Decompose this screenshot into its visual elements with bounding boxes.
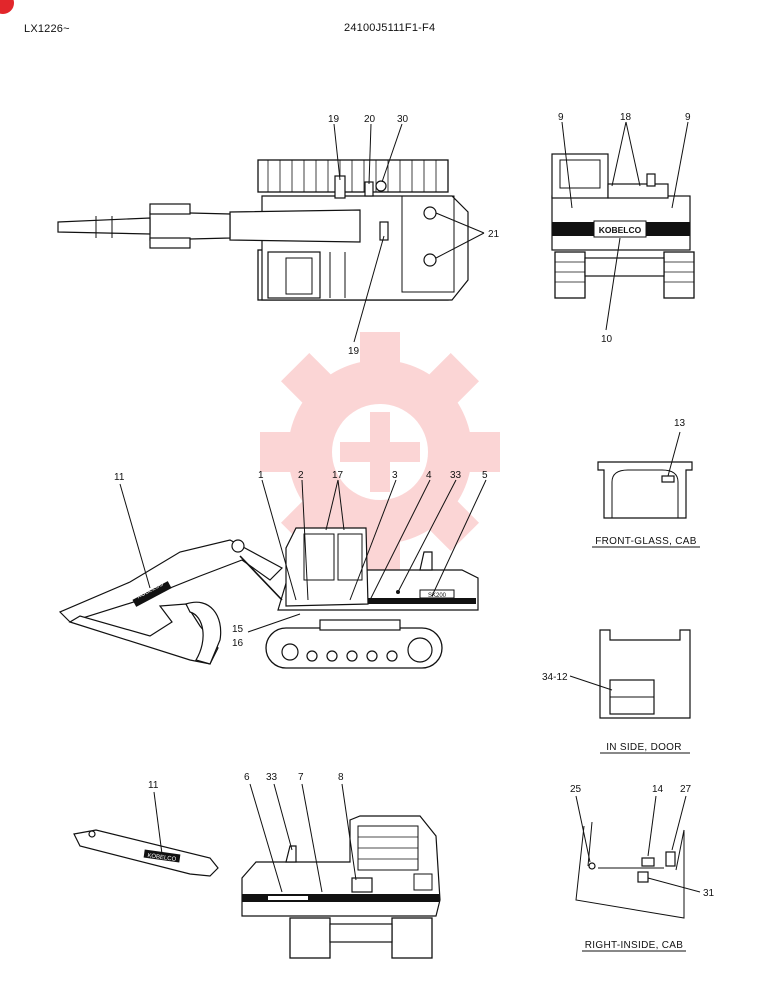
callout-top-20: 20 (364, 114, 376, 125)
callout-arm-11: 11 (148, 780, 159, 791)
callout-side-3: 3 (392, 470, 398, 481)
corner-badge-icon (0, 0, 14, 14)
front-glass-cab-detail: 13 FRONT-GLASS, CAB (592, 418, 700, 548)
arm-brand-decal: KOBELCO (147, 853, 177, 863)
callout-rear-10: 10 (601, 334, 613, 345)
callout-cab-25: 25 (570, 784, 582, 795)
callout-door-34-12: 34-12 (542, 672, 568, 683)
upper-side-detail: 6 33 7 8 (241, 772, 441, 959)
callout-upper-6: 6 (244, 772, 250, 783)
callout-rear-9a: 9 (558, 112, 564, 123)
side-view: SK200 KOBELCO 11 (58, 470, 488, 669)
callout-side-11: 11 (114, 472, 125, 483)
serial-range-label: LX1226~ (24, 23, 70, 35)
callout-upper-8: 8 (338, 772, 344, 783)
callout-rear-18: 18 (620, 112, 632, 123)
callout-top-19a: 19 (328, 114, 340, 125)
side-model-decal: SK200 (428, 593, 447, 599)
callout-top-21: 21 (488, 229, 500, 240)
callout-side-4: 4 (426, 470, 432, 481)
callout-cab-31: 31 (703, 888, 715, 899)
callout-top-19b: 19 (348, 346, 360, 357)
inside-door-detail: 34-12 IN SIDE, DOOR (542, 629, 691, 754)
callout-cab-14: 14 (652, 784, 664, 795)
rear-view: KOBELCO 9 18 9 10 (551, 112, 695, 345)
caption-inside-door: IN SIDE, DOOR (606, 742, 682, 753)
callout-side-2: 2 (298, 470, 304, 481)
right-inside-cab-detail: 25 14 27 31 RIGHT-INSIDE, CAB (570, 784, 715, 952)
callout-glass-13: 13 (674, 418, 686, 429)
caption-right-inside: RIGHT-INSIDE, CAB (585, 940, 683, 951)
callout-upper-33: 33 (266, 772, 278, 783)
callout-upper-7: 7 (298, 772, 304, 783)
callout-side-1: 1 (258, 470, 264, 481)
arm-detail: KOBELCO 11 (73, 780, 219, 877)
callout-cab-27: 27 (680, 784, 692, 795)
caption-front-glass: FRONT-GLASS, CAB (595, 536, 697, 547)
callout-side-17: 17 (332, 470, 344, 481)
rear-brand-decal: KOBELCO (599, 225, 642, 235)
callout-side-15: 15 (232, 624, 244, 635)
drawing-number: 24100J5111F1-F4 (344, 22, 436, 34)
callout-rear-9b: 9 (685, 112, 691, 123)
callout-side-33: 33 (450, 470, 462, 481)
callout-top-30: 30 (397, 114, 409, 125)
top-view: 19 20 30 21 19 (57, 114, 500, 357)
callout-side-16: 16 (232, 638, 244, 649)
callout-side-5: 5 (482, 470, 488, 481)
